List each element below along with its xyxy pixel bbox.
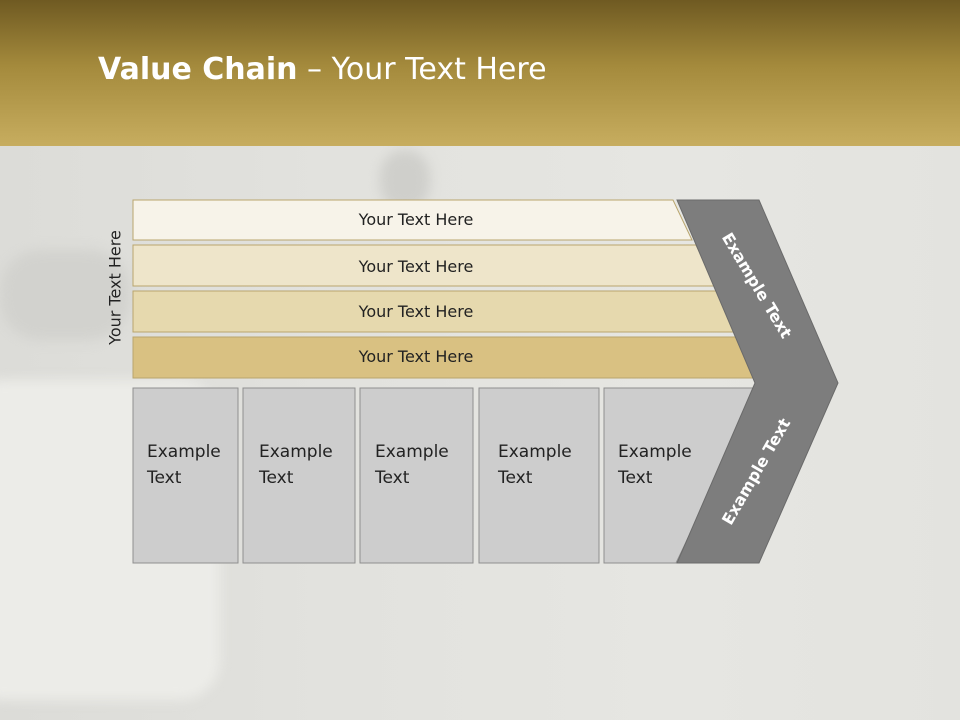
box-2-line1: Example bbox=[259, 442, 333, 462]
band-1 bbox=[132, 199, 693, 241]
activity-box-3 bbox=[359, 387, 474, 564]
box-5-line1: Example bbox=[618, 442, 692, 462]
box-1-line2: Text bbox=[147, 468, 182, 488]
title-rest: – Your Text Here bbox=[297, 52, 547, 87]
reflection-box bbox=[478, 564, 600, 720]
box-3-line1: Example bbox=[375, 442, 449, 462]
background-shape bbox=[0, 250, 130, 340]
band-3-label: Your Text Here bbox=[358, 302, 474, 321]
activity-box-5 bbox=[603, 387, 761, 564]
reflection-chevron bbox=[677, 565, 828, 720]
band-2-label: Your Text Here bbox=[358, 257, 474, 276]
title-bold: Value Chain bbox=[98, 52, 298, 87]
activity-box-1 bbox=[132, 387, 239, 564]
chevron-arrow bbox=[676, 199, 839, 564]
header-bar: Value Chain – Your Text Here bbox=[0, 0, 960, 146]
box-3-line2: Text bbox=[375, 468, 410, 488]
reflection-box bbox=[242, 564, 356, 720]
reflection-box bbox=[603, 564, 751, 720]
reflection-box bbox=[359, 564, 474, 720]
slide-title: Value Chain – Your Text Here bbox=[98, 52, 547, 87]
reflection-box bbox=[132, 564, 239, 720]
diagram-reflection bbox=[132, 564, 828, 720]
box-5-line2: Text bbox=[618, 468, 653, 488]
box-4-line1: Example bbox=[498, 442, 572, 462]
box-2-line2: Text bbox=[259, 468, 294, 488]
activity-box-4 bbox=[478, 387, 600, 564]
box-4-line2: Text bbox=[498, 468, 533, 488]
activity-box-2 bbox=[242, 387, 356, 564]
box-1-line1: Example bbox=[147, 442, 221, 462]
band-4-label: Your Text Here bbox=[358, 347, 474, 366]
band-1-label: Your Text Here bbox=[358, 210, 474, 229]
